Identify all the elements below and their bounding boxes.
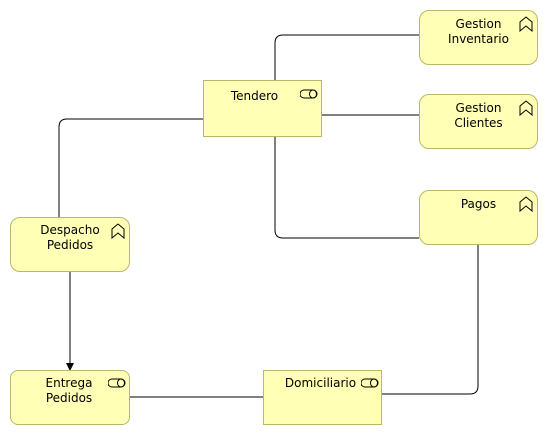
node-label: Gestion Clientes (454, 101, 503, 130)
edge-tendero-despacho-pedidos (58, 118, 203, 217)
node-label: Gestion Inventario (448, 17, 509, 46)
role-icon (300, 89, 318, 99)
node-label: Pagos (460, 197, 497, 211)
node-label: Tendero (230, 89, 279, 103)
edge-pagos-domiciliario (381, 244, 479, 395)
node-tendero[interactable]: Tendero (203, 80, 322, 137)
function-icon (519, 196, 533, 212)
node-pagos[interactable]: Pagos (419, 190, 538, 245)
node-gestion-inventario[interactable]: Gestion Inventario (419, 10, 538, 65)
node-entrega-pedidos[interactable]: Entrega Pedidos (10, 370, 130, 425)
edge-tendero-pagos (274, 136, 419, 239)
node-label: Domiciliario (284, 376, 357, 390)
node-label: Despacho Pedidos (40, 223, 100, 252)
function-icon (111, 223, 125, 239)
function-icon (519, 16, 533, 32)
role-icon (361, 378, 379, 388)
node-domiciliario[interactable]: Domiciliario (263, 370, 382, 425)
node-label: Entrega Pedidos (45, 376, 93, 405)
function-icon (519, 100, 533, 116)
node-despacho-pedidos[interactable]: Despacho Pedidos (10, 217, 130, 272)
role-icon (108, 378, 126, 388)
edge-tendero-gestion-inventario (274, 34, 419, 80)
node-gestion-clientes[interactable]: Gestion Clientes (419, 94, 538, 149)
